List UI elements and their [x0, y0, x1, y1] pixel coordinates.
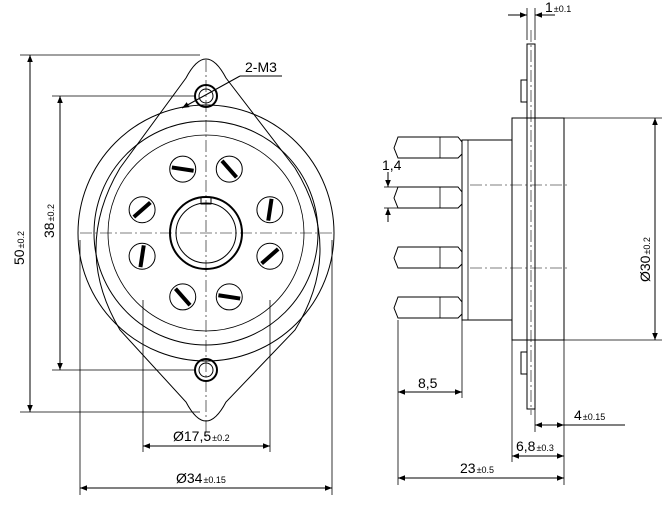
pin-group — [128, 155, 284, 311]
m3-leader-line — [181, 75, 241, 109]
flange-hole-top — [520, 79, 528, 103]
dim-85-text: 8,5 — [418, 375, 438, 391]
pin-contact-1 — [171, 165, 194, 173]
dim-175-text: Ø17,5±0.2 — [173, 428, 230, 444]
dim-4-text: 4±0.15 — [574, 407, 605, 423]
pin-contact-8 — [132, 200, 152, 219]
dim-30-text: Ø30±0.2 — [637, 237, 653, 282]
pin-contact-5 — [218, 293, 241, 301]
dim-34-text: Ø34±0.15 — [176, 470, 226, 486]
flange-plate — [526, 43, 536, 410]
body-block — [511, 117, 565, 341]
flange-hole-bottom — [520, 351, 528, 375]
dim-68-text: 6,8±0.3 — [516, 438, 554, 454]
dim-1-text: 1±0.1 — [545, 0, 571, 15]
flange-outline — [95, 58, 321, 422]
pin-contact-7 — [138, 245, 146, 268]
m3-callout-label: 2-M3 — [245, 59, 277, 75]
dim-38-text: 38±0.2 — [41, 204, 57, 238]
front-view: 2-M3 50±0.2 38±0.2 Ø17,5±0.2 Ø34±0.15 — [11, 54, 335, 495]
dim-14-text: 1,4 — [382, 157, 402, 173]
base-block — [461, 139, 513, 321]
pin-contact-4 — [260, 247, 280, 266]
pin-contact-6 — [173, 287, 192, 307]
pin-contact-2 — [220, 159, 239, 179]
dim-50-text: 50±0.2 — [11, 231, 27, 265]
side-pins — [393, 136, 463, 319]
dim-23-text: 23±0.5 — [460, 460, 494, 476]
side-view: 1±0.1 1,4 Ø30±0.2 8,5 4±0.15 — [382, 0, 662, 485]
pin-contact-3 — [266, 198, 274, 221]
